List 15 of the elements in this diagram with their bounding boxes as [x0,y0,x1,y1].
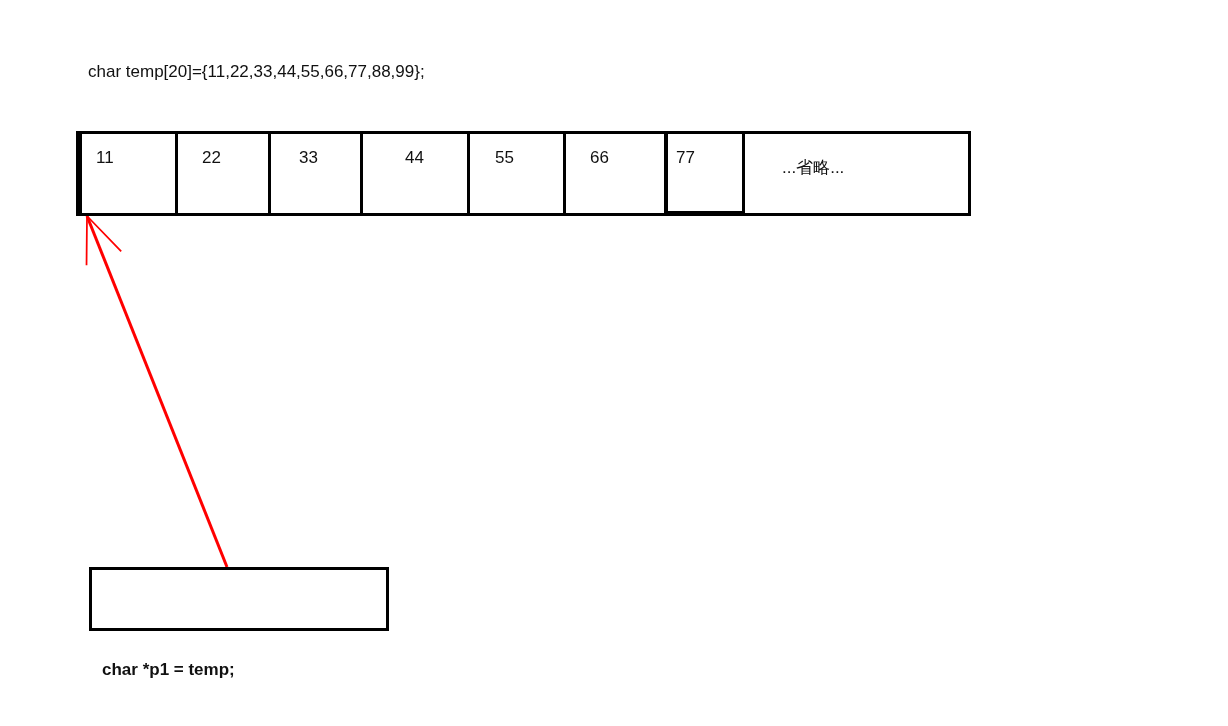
array-cell [79,134,178,216]
cell-value: 22 [202,148,221,168]
cell-value: 55 [495,148,514,168]
cell-value: 44 [405,148,424,168]
ellipsis-note: ...省略... [782,157,845,179]
cell-value: 11 [96,148,114,168]
pointer-arrow [85,215,229,568]
pointer-box [89,567,389,631]
array-box [76,131,971,216]
array-cell [665,134,745,214]
cell-value: 33 [299,148,318,168]
cell-value: 77 [676,148,695,168]
code-text: char temp[20]={11,22,33,44,55,66,77,88,99}; [88,62,425,82]
code-text: char *p1 = temp; [102,660,235,680]
cell-value: 66 [590,148,609,168]
